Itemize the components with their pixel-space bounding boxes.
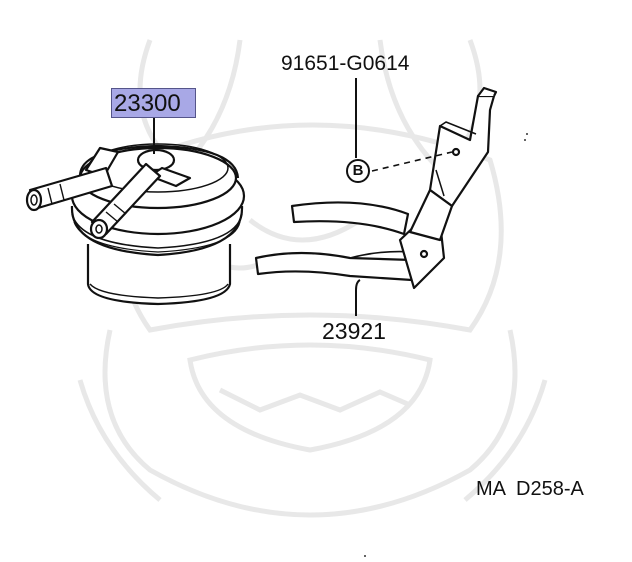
fuel-filter-drawing [25, 143, 246, 306]
bracket-drawing [254, 86, 498, 290]
fuel-filter-part-number[interactable]: 23300 [114, 90, 181, 117]
diagram-code: MA D258-A [476, 478, 584, 500]
watermark-graphic [77, 39, 548, 518]
part-number-highlight[interactable] [111, 88, 196, 118]
marker-dashed-line [371, 151, 453, 172]
bracket-leader-line [355, 279, 361, 316]
bolt-part-number[interactable]: 91651-G0614 [281, 52, 410, 75]
bracket-part-number[interactable]: 23921 [322, 318, 386, 344]
reference-marker: B [346, 159, 370, 183]
